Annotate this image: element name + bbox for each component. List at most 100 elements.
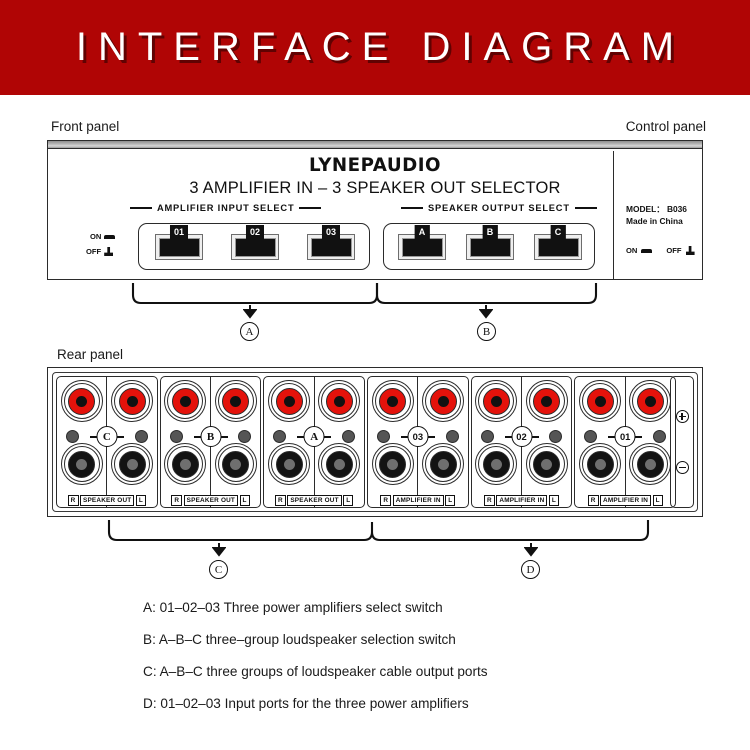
arrow-a-icon: [243, 305, 257, 319]
port-label-right: R: [380, 495, 392, 506]
binding-post[interactable]: [134, 430, 148, 443]
speaker-switch-a-rocker: [401, 237, 443, 257]
badge-dash-right-icon: [324, 436, 332, 438]
control-power-legend: ON OFF: [626, 246, 695, 255]
rca-red-jack[interactable]: [164, 380, 207, 422]
amplifier-switch-02[interactable]: 02: [231, 225, 279, 260]
jack-half-r: [368, 377, 417, 507]
rca-red-jack[interactable]: [525, 380, 568, 422]
speaker-switch-b-label: B: [482, 225, 498, 240]
rule-right-icon: [299, 207, 322, 209]
rca-black-jack[interactable]: [111, 443, 154, 485]
binding-post[interactable]: [273, 430, 287, 443]
port-label: R SPEAKER OUT L: [266, 495, 362, 506]
binding-post[interactable]: [238, 430, 252, 443]
arrow-d-icon: [524, 543, 538, 557]
binding-post[interactable]: [342, 430, 356, 443]
amplifier-switch-01[interactable]: 01: [155, 225, 203, 260]
rca-red-jack[interactable]: [629, 380, 672, 422]
port-label-left: L: [135, 495, 146, 506]
speaker-switch-c[interactable]: C: [534, 225, 582, 260]
rca-red-jack[interactable]: [318, 380, 361, 422]
rca-black-jack[interactable]: [318, 443, 361, 485]
amplifier-switch-03[interactable]: 03: [307, 225, 355, 260]
jack-group-02: 02 R AMPLIFIER IN L: [470, 376, 573, 508]
speaker-switch-b-rocker: [469, 237, 511, 257]
binding-post[interactable]: [549, 430, 563, 443]
rca-red-jack[interactable]: [422, 380, 465, 422]
binding-post[interactable]: [584, 430, 598, 443]
port-label-left: L: [652, 495, 663, 506]
binding-post[interactable]: [66, 430, 79, 443]
port-label-left: L: [445, 495, 456, 506]
rca-black-jack[interactable]: [214, 443, 257, 485]
jack-half-r: [575, 377, 624, 507]
jack-group-03: 03 R AMPLIFIER IN L: [367, 376, 469, 508]
rca-black-jack[interactable]: [164, 443, 207, 485]
brace-a: [131, 283, 379, 305]
rca-red-jack[interactable]: [579, 380, 622, 422]
jack-group-c: C R SPEAKER OUT L: [56, 376, 158, 508]
binding-post[interactable]: [169, 430, 183, 443]
rca-red-jack[interactable]: [371, 380, 414, 422]
arrow-b-icon: [479, 305, 493, 319]
rca-black-jack[interactable]: [525, 443, 568, 485]
group-badge-02: 02: [511, 426, 533, 447]
binding-post[interactable]: [445, 430, 459, 443]
rocker-off-icon: [104, 247, 114, 256]
plus-terminal-icon: [675, 410, 689, 423]
rca-black-jack[interactable]: [475, 443, 518, 485]
amplifier-switch-01-label: 01: [169, 225, 189, 240]
binding-post[interactable]: [480, 430, 494, 443]
rear-panel: C R SPEAKER OUT L B R: [47, 367, 703, 517]
rca-black-jack[interactable]: [268, 443, 311, 485]
header-banner: INTERFACE DIAGRAM: [0, 0, 750, 95]
caption-control-panel: Control panel: [625, 119, 706, 134]
badge-dash-left-icon: [608, 436, 616, 438]
jack-half-l: [210, 377, 260, 507]
jack-half-r: [57, 377, 106, 507]
port-label: R AMPLIFIER IN L: [577, 495, 673, 506]
port-label-right: R: [275, 495, 286, 506]
rca-red-jack[interactable]: [111, 380, 154, 422]
jack-half-l: [624, 377, 675, 507]
speaker-switch-a[interactable]: A: [398, 225, 446, 260]
power-legend-off-label: OFF: [86, 247, 102, 256]
speaker-switch-b[interactable]: B: [466, 225, 514, 260]
jack-half-r: [472, 377, 521, 507]
rca-black-jack[interactable]: [629, 443, 672, 485]
port-label: R AMPLIFIER IN L: [474, 495, 570, 506]
binding-post[interactable]: [377, 430, 391, 443]
amplifier-input-select-heading: AMPLIFIER INPUT SELECT: [130, 203, 322, 213]
group-badge-03: 03: [407, 426, 429, 447]
amplifier-switch-02-rocker: [234, 237, 276, 257]
origin: Made in China: [626, 216, 683, 226]
rule-right-icon: [574, 207, 597, 209]
badge-dash-left-icon: [504, 436, 512, 438]
jack-half-r: [161, 377, 210, 507]
model-info: MODEL： B036 Made in China: [626, 203, 687, 227]
badge-dash-left-icon: [193, 436, 201, 438]
binding-post[interactable]: [653, 430, 667, 443]
rca-red-jack[interactable]: [214, 380, 257, 422]
speaker-output-select-heading: SPEAKER OUTPUT SELECT: [401, 203, 597, 213]
rca-black-jack[interactable]: [371, 443, 414, 485]
rocker-on-icon: [641, 248, 653, 253]
front-panel-bevel: [48, 141, 702, 149]
port-label-left: L: [239, 495, 250, 506]
port-label-center: AMPLIFIER IN: [392, 495, 444, 506]
rca-black-jack[interactable]: [422, 443, 465, 485]
rca-red-jack[interactable]: [268, 380, 311, 422]
rca-red-jack[interactable]: [475, 380, 518, 422]
speaker-output-select-label: SPEAKER OUTPUT SELECT: [428, 203, 570, 213]
legend-row-b: B: A–B–C three–group loudspeaker selecti…: [143, 632, 456, 647]
jack-group-b: B R SPEAKER OUT L: [159, 376, 262, 508]
rca-black-jack[interactable]: [579, 443, 622, 485]
rca-red-jack[interactable]: [60, 380, 103, 422]
control-off-label: OFF: [666, 246, 682, 255]
rca-black-jack[interactable]: [60, 443, 103, 485]
polarity-terminals: [670, 376, 694, 508]
group-badge-b: B: [200, 426, 221, 447]
amplifier-switch-01-rocker: [158, 237, 200, 257]
legend-row-d: D: 01–02–03 Input ports for the three po…: [143, 696, 469, 711]
